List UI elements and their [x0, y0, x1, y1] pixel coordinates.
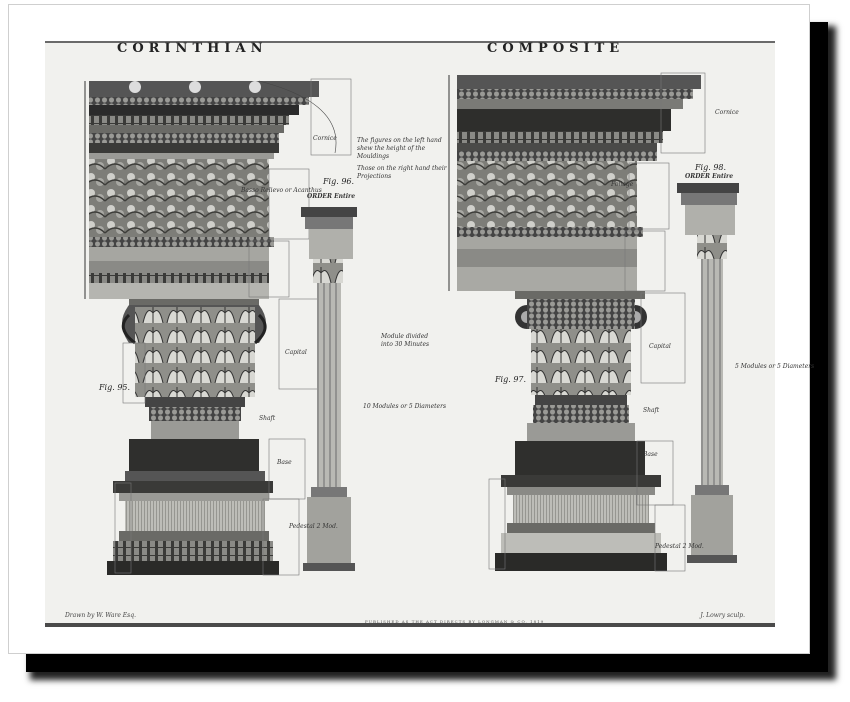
corinthian-column-elevation [301, 207, 357, 571]
base-label-left: Base [277, 459, 292, 466]
composite-capital [488, 291, 686, 572]
architectural-drawing [84, 72, 739, 576]
publisher-line: PUBLISHED AS THE ACT DIRECTS BY LONGMAN … [365, 619, 545, 624]
fig-96-label: Fig. 96. [323, 177, 355, 186]
title-corinthian: CORINTHIAN [117, 41, 268, 56]
title-composite: COMPOSITE [487, 41, 625, 56]
fig-95-label: Fig. 95. [99, 383, 131, 392]
modules-label-right: 5 Modules or 5 Diameters [735, 363, 815, 370]
frieze-label-right: Foliage [611, 181, 634, 188]
pedestal-label-left: Pedestal 2 Mod. [289, 523, 338, 530]
caption-engraver: J. Lowry sculp. [700, 612, 745, 619]
print-frame: CORINTHIAN COMPOSITE Fig. 96. Fig. 95. F… [8, 4, 814, 654]
frieze-label-left: Basso Relievo or Acanthus [241, 187, 322, 194]
order-label-left: ORDER Entire [307, 193, 356, 200]
capital-label-left: Capital [285, 349, 307, 356]
engraving-plate: CORINTHIAN COMPOSITE Fig. 96. Fig. 95. F… [45, 41, 814, 627]
base-label-right: Base [643, 451, 658, 458]
composite-entablature [448, 72, 706, 292]
note-projections: Those on the right hand their Projection… [357, 165, 447, 180]
note-module: Module divided into 30 Minutes [381, 333, 430, 348]
cornice-label-right: Cornice [715, 109, 739, 116]
fig-98-label: Fig. 98. [695, 163, 727, 172]
cornice-label-left: Cornice [313, 135, 337, 142]
composite-column-elevation [677, 183, 739, 563]
corinthian-capital [107, 298, 320, 576]
capital-label-right: Capital [649, 343, 671, 350]
pedestal-label-right: Pedestal 2 Mod. [655, 543, 704, 550]
caption-drawn-by: Drawn by W. Ware Esq. [65, 612, 136, 619]
corinthian-entablature [84, 78, 352, 299]
order-label-right: ORDER Entire [685, 173, 734, 180]
shaft-label-left: Shaft [259, 415, 276, 422]
shaft-label-right: Shaft [643, 407, 660, 414]
modules-label-left: 10 Modules or 5 Diameters [363, 403, 447, 410]
note-heights: The figures on the left hand shew the he… [357, 137, 442, 160]
fig-97-label: Fig. 97. [495, 375, 527, 384]
